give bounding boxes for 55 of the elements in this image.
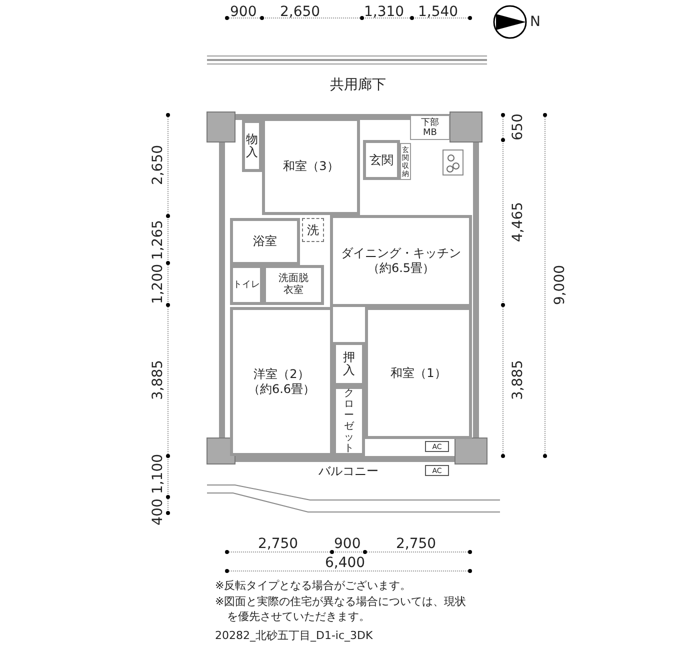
room-area — [365, 307, 472, 439]
room-area — [242, 120, 262, 172]
meter-box-area — [410, 115, 450, 140]
room-label: 和室（3） — [283, 159, 339, 174]
room-label: 下部MB — [420, 118, 440, 138]
dimension-value: 1,100 — [150, 454, 166, 494]
room-label: クローゼット — [344, 388, 354, 454]
room-area — [230, 218, 300, 265]
dimension-value: 900 — [334, 536, 361, 552]
room-area — [230, 307, 333, 456]
dimension-value: 400 — [150, 498, 166, 526]
dimension-value: 2,650 — [280, 4, 320, 20]
room-area — [230, 265, 263, 305]
room-label: （約6.5畳） — [367, 261, 435, 276]
room-label: トイレ — [233, 278, 260, 292]
corridor-label: 共用廊下 — [330, 77, 386, 93]
dimension-value: 3,885 — [150, 360, 166, 400]
dimension-value: 1,310 — [364, 4, 404, 20]
room-area — [333, 386, 365, 456]
dimension-value: 650 — [510, 114, 526, 140]
room-area — [333, 342, 365, 386]
ac-unit — [425, 465, 449, 476]
dimension-value: 1,265 — [150, 220, 166, 260]
room-area — [330, 215, 472, 307]
dimension-value: 900 — [230, 4, 257, 20]
north-label: N — [530, 14, 540, 30]
washer-space — [302, 218, 324, 242]
room-area — [263, 265, 324, 305]
room-area — [262, 118, 360, 215]
room-label: 洗面脱衣室 — [278, 273, 310, 297]
drawing-code: 20282_北砂五丁目_D1-ic_3DK — [215, 628, 373, 643]
dimension-value: 6,400 — [325, 555, 366, 571]
room-label: 浴室 — [253, 234, 277, 249]
room-label: ダイニング・キッチン — [341, 246, 461, 261]
dimension-value: 3,885 — [510, 360, 526, 400]
room-label: 洋室（2） — [254, 366, 310, 382]
room-label: 和室（1） — [390, 366, 446, 380]
room-label: 玄関 — [370, 152, 394, 168]
room-area — [400, 143, 411, 180]
room-label: （約6.6畳） — [248, 382, 316, 396]
note-text: ※反転タイプとなる場合がございます。 — [215, 578, 412, 593]
room-label: 洗 — [307, 222, 319, 238]
room-label: バルコニー — [318, 464, 378, 479]
dimension-value: 1,540 — [418, 4, 458, 20]
dimension-value: 2,750 — [396, 536, 436, 552]
ac-unit — [425, 441, 449, 452]
dimension-value: 4,465 — [510, 202, 526, 242]
dimension-value: 9,000 — [552, 264, 568, 306]
room-label: 押入 — [343, 351, 355, 377]
dimension-value: 1,200 — [150, 264, 166, 304]
dimension-value: 2,650 — [150, 144, 166, 186]
dimension-value: 2,750 — [258, 536, 298, 552]
room-label: 物入 — [246, 133, 258, 159]
note-text: ※図面と実際の住宅が異なる場合については、現状を優先させていただきます。 — [215, 594, 468, 624]
room-area — [363, 140, 400, 180]
